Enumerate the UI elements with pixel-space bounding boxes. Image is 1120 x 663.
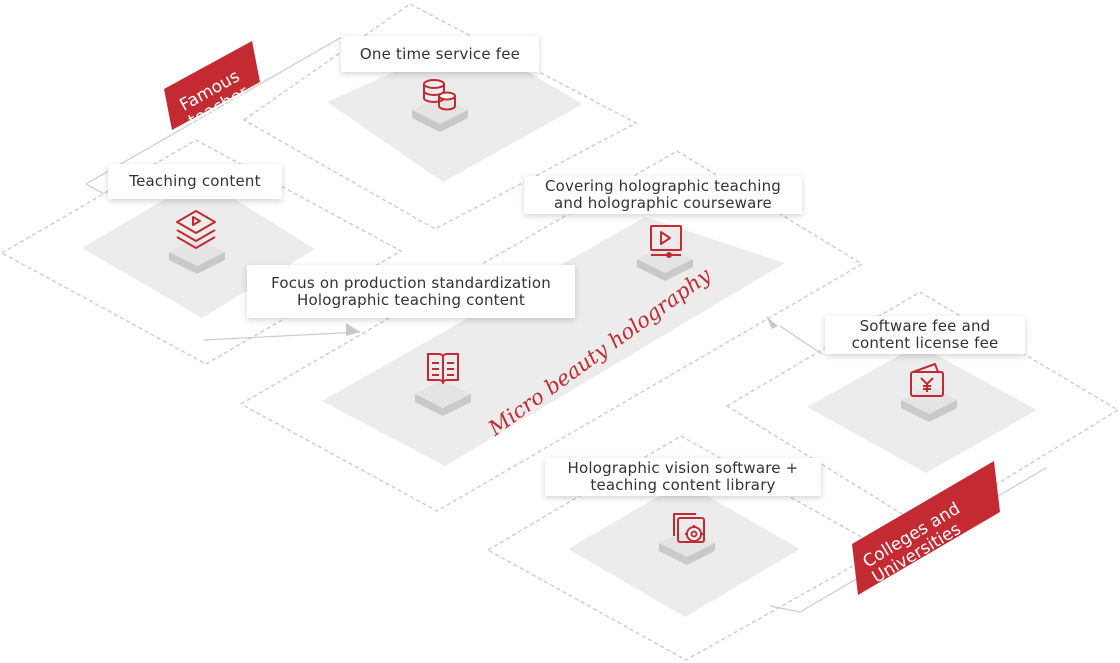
label-software-fee-line1: Software fee and bbox=[859, 317, 991, 335]
label-covering-line1: Covering holographic teaching bbox=[544, 177, 782, 195]
label-focus: Focus on production standardization Holo… bbox=[247, 265, 575, 318]
label-holographic-vision: Holographic vision software + teaching c… bbox=[545, 458, 821, 496]
pedestal-covering bbox=[637, 245, 693, 281]
label-one-time-fee: One time service fee bbox=[341, 36, 539, 72]
label-focus-line1: Focus on production standardization bbox=[271, 273, 551, 292]
label-focus-line2: Holographic teaching content bbox=[297, 290, 525, 309]
label-holographic-vision-line1: Holographic vision software + bbox=[567, 459, 799, 477]
label-covering: Covering holographic teaching and hologr… bbox=[524, 176, 802, 214]
pedestal-focus bbox=[415, 380, 471, 416]
label-software-fee: Software fee and content license fee bbox=[825, 316, 1025, 354]
video-player-icon bbox=[650, 225, 682, 258]
label-teaching-content: Teaching content bbox=[108, 164, 282, 199]
colleges-tag-bg bbox=[852, 461, 1000, 595]
arrow-to-center bbox=[346, 323, 360, 336]
coin-stack-icon bbox=[423, 79, 456, 111]
label-software-fee-line2: content license fee bbox=[851, 334, 999, 352]
open-book-icon bbox=[427, 353, 459, 384]
graduation-cap-play-icon bbox=[176, 210, 216, 249]
software-settings-icon bbox=[673, 513, 705, 543]
arrow-from-software-fee bbox=[766, 316, 778, 329]
label-teaching-content-text: Teaching content bbox=[129, 172, 261, 190]
label-holographic-vision-line2: teaching content library bbox=[590, 476, 776, 494]
diamond-center bbox=[239, 150, 864, 512]
label-one-time-fee-text: One time service fee bbox=[359, 44, 521, 63]
famous-teacher-tag-bg bbox=[164, 41, 260, 130]
label-covering-line2: and holographic courseware bbox=[554, 194, 772, 212]
yen-wallet-icon bbox=[910, 363, 944, 397]
pedestal-teaching-content bbox=[169, 238, 225, 274]
